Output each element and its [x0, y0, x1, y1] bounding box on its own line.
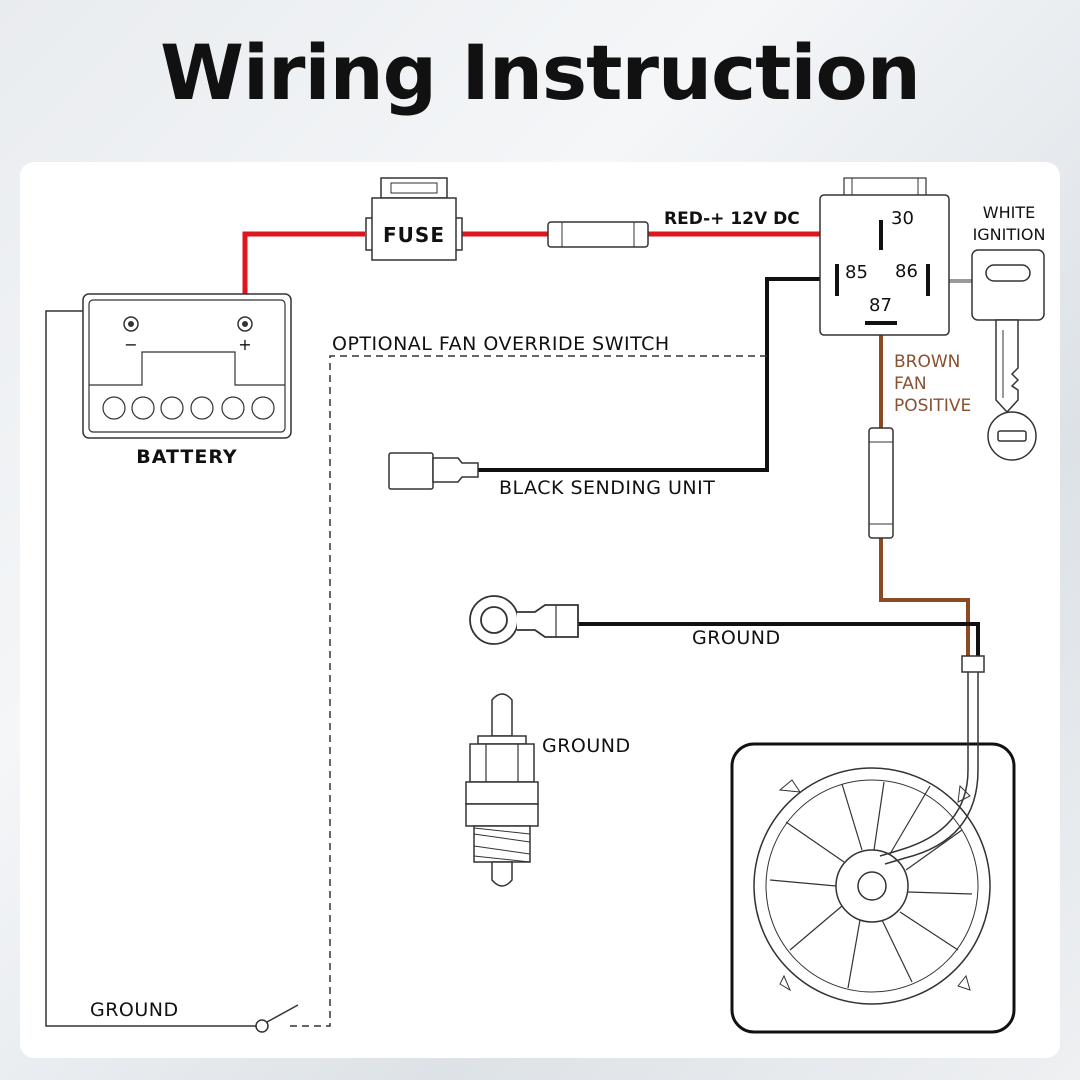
black-sending-wire — [478, 277, 837, 472]
fuse: FUSE — [365, 177, 463, 261]
ignition-label-line2: IGNITION — [973, 225, 1046, 244]
override-switch-label: OPTIONAL FAN OVERRIDE SWITCH — [332, 333, 670, 355]
ground-sensor-label: GROUND — [542, 735, 631, 757]
brown-wire-lower — [879, 538, 970, 660]
relay-pin-85: 85 — [845, 262, 868, 283]
inline-connector-red — [547, 221, 649, 248]
page-title: Wiring Instruction — [160, 28, 921, 117]
ground-switch-label: GROUND — [90, 999, 179, 1021]
override-dashed-line — [290, 355, 767, 1027]
brown-label-line2: FAN — [894, 374, 927, 394]
fan-connector — [961, 655, 985, 673]
relay-pin-87: 87 — [869, 295, 892, 316]
override-switch-icon — [255, 1004, 299, 1033]
fuse-label: FUSE — [383, 223, 445, 247]
relay — [819, 177, 950, 336]
red-wire — [242, 231, 365, 316]
ground-ring-label: GROUND — [692, 627, 781, 649]
sending-unit-connector — [388, 452, 479, 490]
ignition-key-icon — [971, 249, 1045, 461]
battery: − + — [82, 293, 292, 439]
black-sending-label: BLACK SENDING UNIT — [499, 477, 715, 499]
relay-pin-86: 86 — [895, 261, 918, 282]
relay-pin-30: 30 — [891, 208, 914, 229]
battery-neg-sign: − — [124, 335, 137, 354]
brown-label-line1: BROWN — [894, 352, 960, 372]
brown-label-line3: POSITIVE — [894, 396, 971, 416]
red-wire-label: RED-+ 12V DC — [664, 209, 800, 229]
fan-icon — [730, 655, 1016, 1034]
battery-label: BATTERY — [136, 446, 237, 468]
ring-terminal-icon — [469, 595, 579, 645]
inline-connector-brown — [868, 427, 894, 539]
black-ground-wire — [578, 622, 980, 660]
temperature-sensor-icon — [465, 693, 539, 887]
ignition-label-line1: WHITE — [983, 203, 1035, 222]
battery-pos-sign: + — [238, 335, 251, 354]
